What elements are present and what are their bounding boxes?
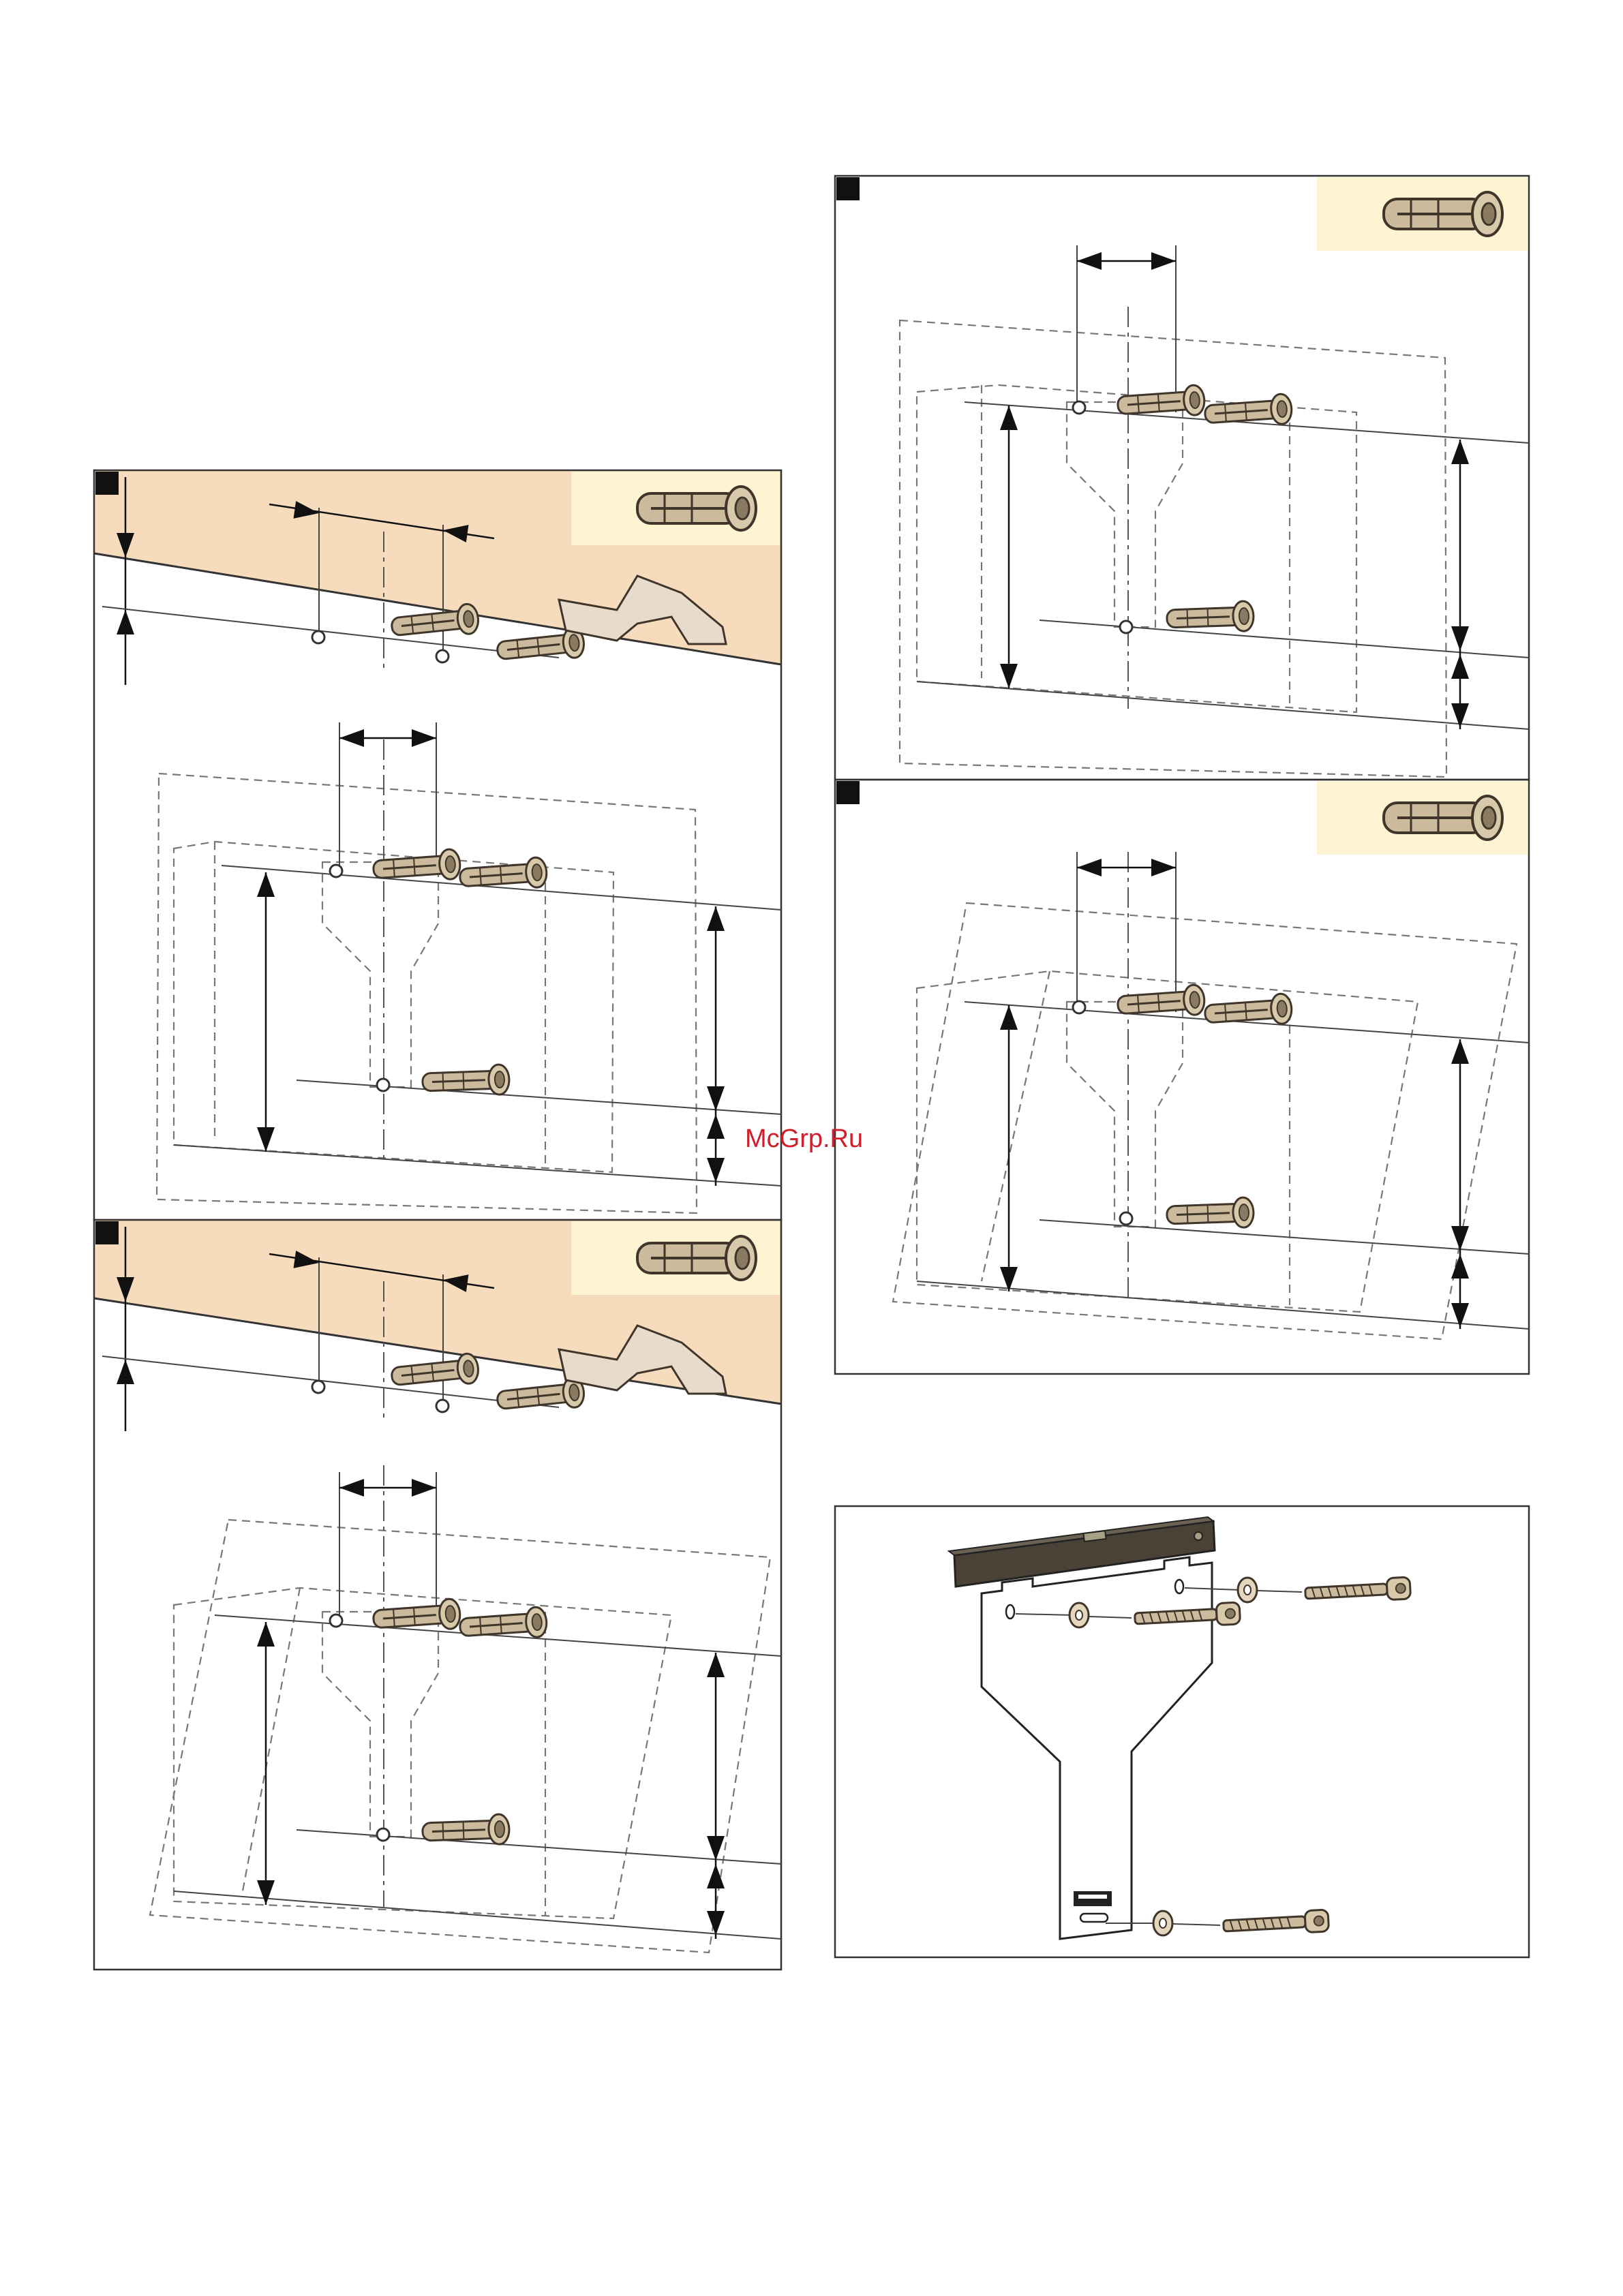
panel-template-straight (835, 176, 1529, 780)
wall-anchor-icon (1117, 984, 1205, 1020)
anchor-badge (571, 1221, 780, 1295)
watermark-text: McGrp.Ru (745, 1124, 863, 1154)
wall-anchor-icon (1384, 192, 1502, 236)
washer-icon (1153, 1911, 1172, 1935)
step-marker (836, 781, 860, 804)
washer-icon (1070, 1603, 1089, 1627)
wall-anchor-icon (1166, 601, 1254, 634)
panel-bracket-install-tilted (94, 1220, 781, 1970)
panel-bracket-install (94, 470, 781, 1220)
wall-anchor-icon (1204, 993, 1292, 1029)
anchor-badge (1317, 177, 1528, 251)
wall-anchor-icon (1117, 384, 1205, 420)
panel-template-tilted (835, 780, 1529, 1374)
wall-anchor-icon (391, 1353, 480, 1392)
wall-anchor-icon (1384, 796, 1502, 840)
wall-anchor-icon (1166, 1197, 1254, 1230)
screw-icon (1305, 1577, 1410, 1604)
wall-anchor-icon (496, 1377, 586, 1415)
panel-template-level-screws (835, 1506, 1529, 1957)
wall-anchor-icon (1204, 393, 1292, 429)
wall-anchor-icon (459, 1606, 547, 1642)
wall-anchor-icon (372, 1598, 461, 1634)
anchor-badge (571, 472, 780, 545)
step-marker (95, 472, 119, 495)
washer-icon (1238, 1578, 1257, 1602)
wall-anchor-icon (637, 487, 756, 530)
step-marker (836, 177, 860, 200)
wall-anchor-icon (496, 627, 586, 666)
screw-icon (1223, 1910, 1329, 1937)
anchor-badge (1317, 781, 1528, 855)
step-marker (95, 1221, 119, 1244)
wall-anchor-icon (637, 1236, 756, 1280)
